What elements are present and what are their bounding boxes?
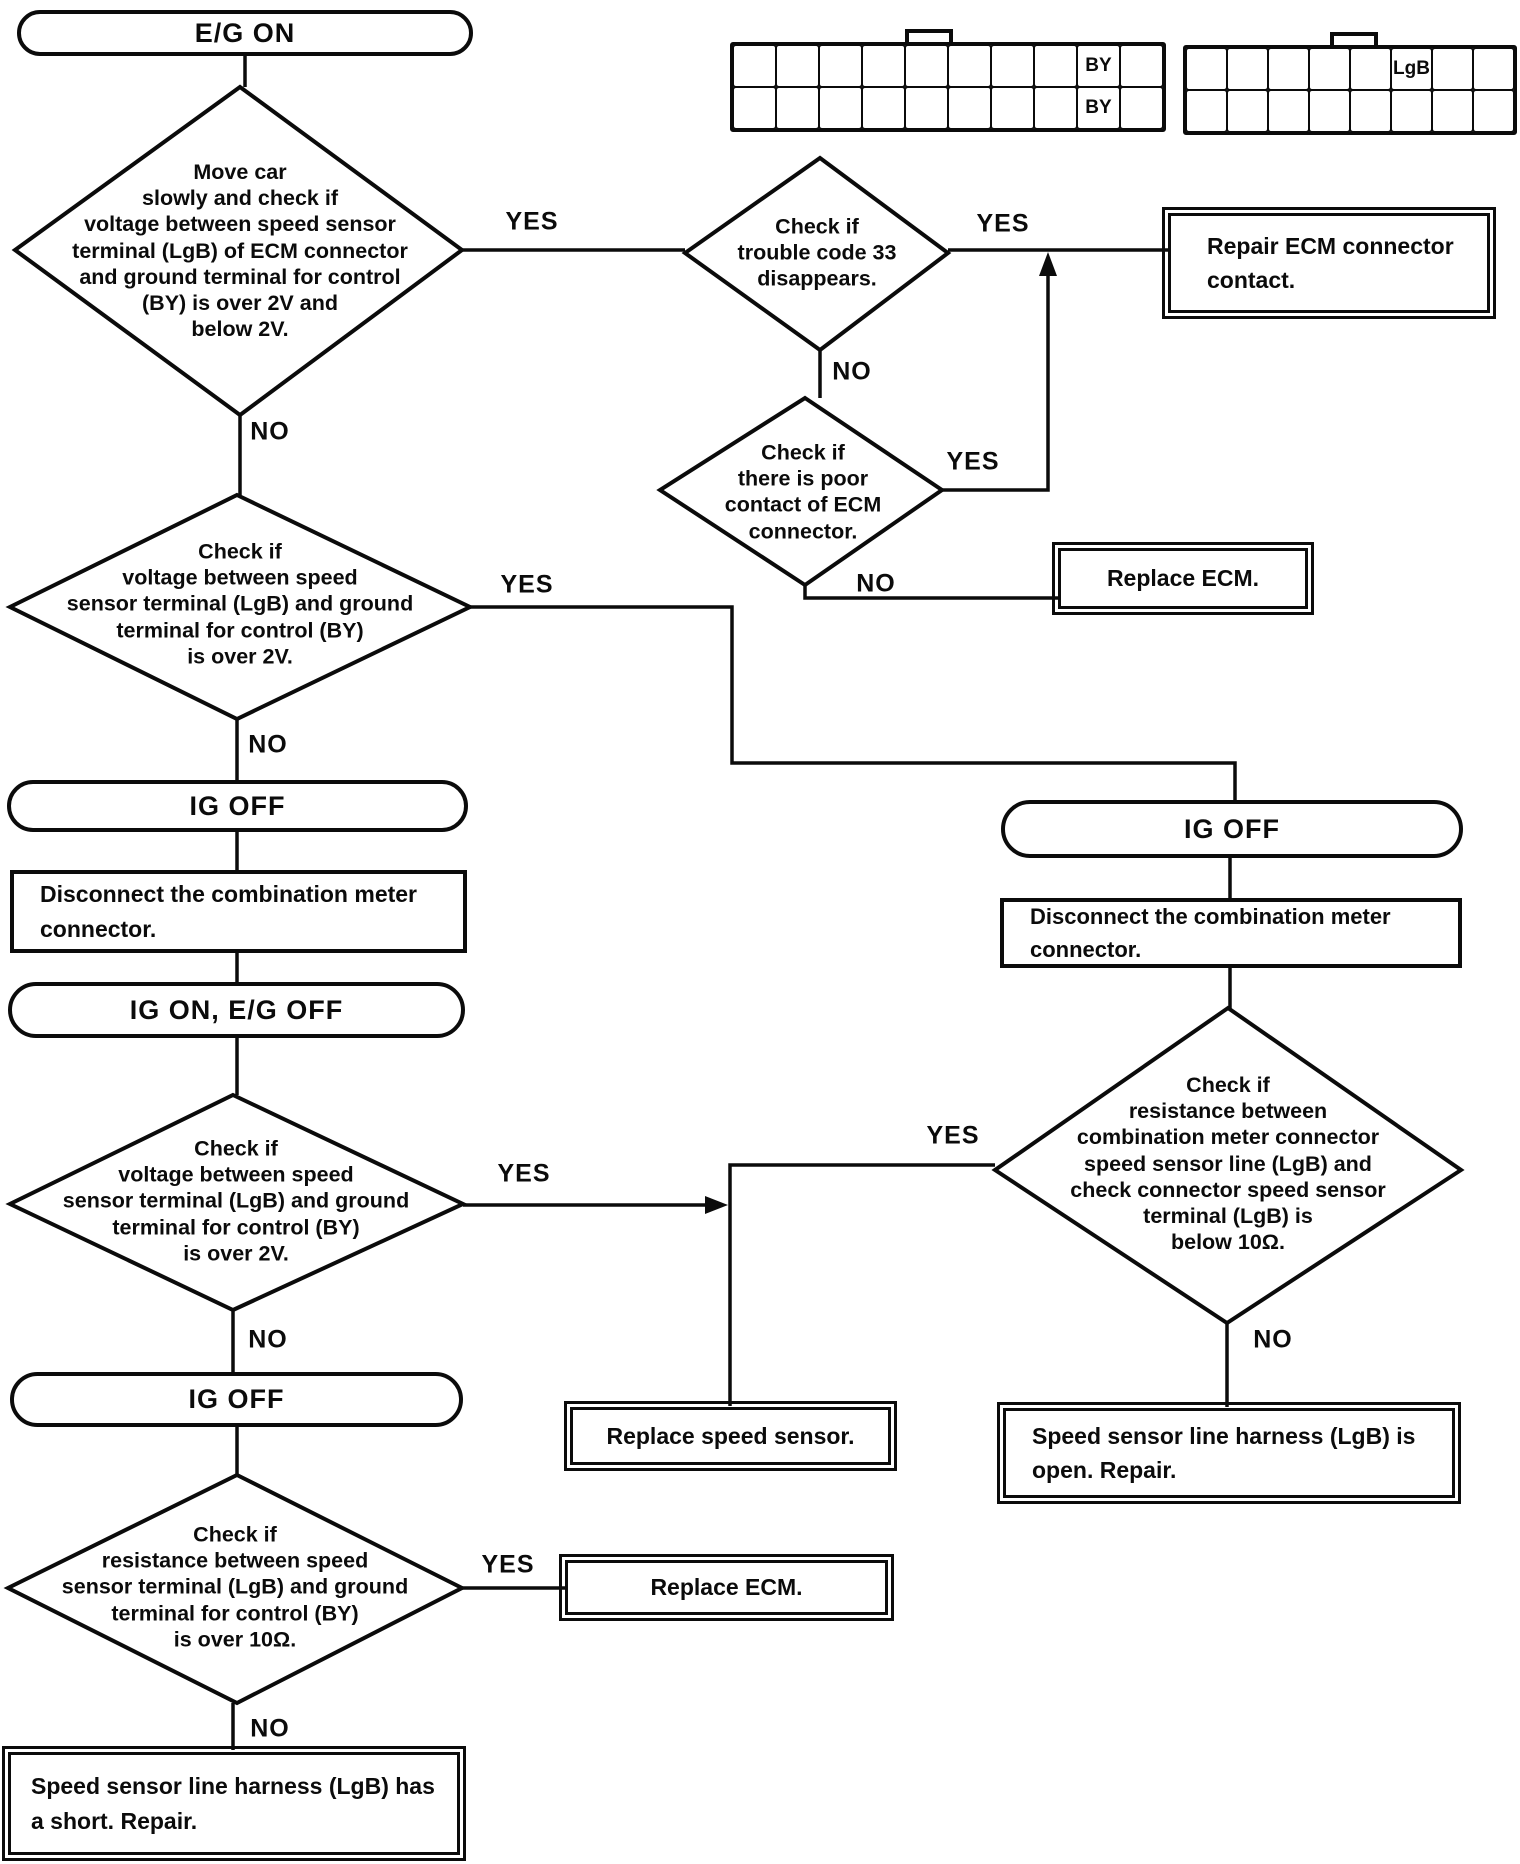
terminal-ig-on-eg-off: IG ON, E/G OFF [8, 982, 465, 1038]
connector-cell [775, 86, 820, 130]
action-repair-ecm-connector: Repair ECM connector contact. [1162, 207, 1496, 319]
action-harness-short: Speed sensor line harness (LgB) has a sh… [2, 1746, 466, 1861]
connector-cell [1349, 89, 1392, 133]
ecm-connector-tab [905, 29, 953, 46]
action-replace-speed-sensor: Replace speed sensor. [564, 1401, 897, 1471]
connector-cell-by-row1: BY [1076, 44, 1121, 88]
label-no-voltage-a: NO [248, 730, 288, 759]
terminal-ig-off-left: IG OFF [7, 780, 468, 832]
connector-cell [861, 86, 906, 130]
connector-cell-by-row2: BY [1076, 86, 1121, 130]
decision-resistance-over-10: Check if resistance between speed sensor… [61, 1522, 409, 1652]
connector-cell [1472, 47, 1515, 91]
label-no-voltage-b: NO [248, 1325, 288, 1354]
label-no-move-car: NO [250, 417, 290, 446]
decision-poor-contact: Check if there is poor contact of ECM co… [724, 440, 882, 544]
label-yes-poor-contact: YES [946, 447, 1000, 476]
connector-cell [818, 44, 863, 88]
connector-cell [990, 44, 1035, 88]
connector-cell [1267, 47, 1310, 91]
connector-cell [732, 44, 777, 88]
label-yes-resistance-right: YES [926, 1121, 980, 1150]
decision-code33: Check if trouble code 33 disappears. [737, 214, 897, 292]
connector-cell-lgb: LgB [1390, 47, 1433, 91]
decision-resistance-below-10: Check if resistance between combination … [1070, 1073, 1386, 1255]
connector-cell [947, 44, 992, 88]
decision-voltage-over-2v-a: Check if voltage between speed sensor te… [66, 539, 414, 669]
label-no-code33: NO [832, 357, 872, 386]
terminal-ig-off-left2: IG OFF [10, 1372, 463, 1427]
label-no-resistance-right: NO [1253, 1325, 1293, 1354]
connector-cell [818, 86, 863, 130]
process-disconnect-meter-right: Disconnect the combination meter connect… [1000, 898, 1462, 968]
connector-cell [947, 86, 992, 130]
connector-cell [775, 44, 820, 88]
connector-cell [1308, 89, 1351, 133]
connector-cell [904, 44, 949, 88]
meter-connector-grid: LgB [1183, 45, 1517, 135]
connector-cell [1226, 89, 1269, 133]
connector-cell [861, 44, 906, 88]
connector-cell [1308, 47, 1351, 91]
label-no-resistance-left: NO [250, 1714, 290, 1743]
connector-cell [1185, 89, 1228, 133]
decision-voltage-over-2v-b: Check if voltage between speed sensor te… [62, 1136, 410, 1266]
connector-cell [1349, 47, 1392, 91]
connector-cell [904, 86, 949, 130]
connector-cell [732, 86, 777, 130]
connector-cell [1472, 89, 1515, 133]
connector-cell [1431, 89, 1474, 133]
process-disconnect-meter-left: Disconnect the combination meter connect… [10, 870, 467, 953]
label-yes-repair: YES [976, 209, 1030, 238]
label-yes-voltage-a: YES [500, 570, 554, 599]
connector-cell [1033, 44, 1078, 88]
label-no-poor-contact: NO [856, 569, 896, 598]
connector-cell [990, 86, 1035, 130]
connector-cell [1119, 86, 1164, 130]
connector-cell [1226, 47, 1269, 91]
label-yes-voltage-b: YES [497, 1159, 551, 1188]
connector-cell [1119, 44, 1164, 88]
connector-cell [1185, 47, 1228, 91]
meter-connector-tab [1330, 32, 1378, 49]
action-replace-ecm-bottom: Replace ECM. [559, 1554, 894, 1621]
ecm-connector-grid: BY BY [730, 42, 1166, 132]
connector-cell [1267, 89, 1310, 133]
connector-cell [1431, 47, 1474, 91]
action-replace-ecm-top: Replace ECM. [1052, 542, 1314, 615]
decision-move-car: Move car slowly and check if voltage bet… [72, 160, 408, 342]
action-harness-open: Speed sensor line harness (LgB) is open.… [997, 1402, 1461, 1504]
terminal-ig-off-right: IG OFF [1001, 800, 1463, 858]
label-yes-resistance-left: YES [481, 1550, 535, 1579]
connector-cell [1390, 89, 1433, 133]
terminal-eg-on: E/G ON [17, 10, 473, 56]
label-yes-code33: YES [505, 207, 559, 236]
connector-cell [1033, 86, 1078, 130]
